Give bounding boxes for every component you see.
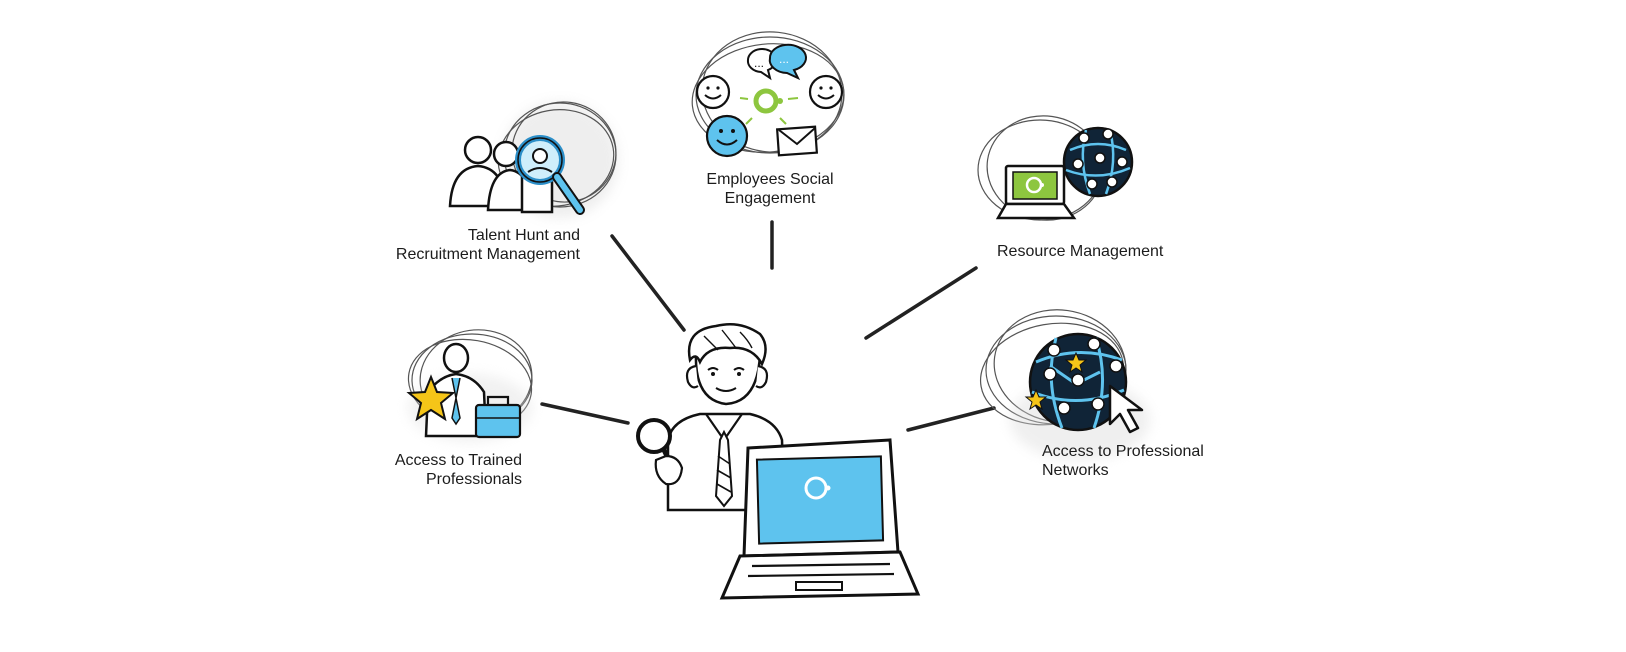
connector-resource (864, 266, 978, 340)
social-chat-icon: ... ... (691, 31, 845, 158)
label-social-engagement: Employees Social Engagement (690, 170, 850, 208)
label-talent-hunt: Talent Hunt and Recruitment Management (372, 226, 580, 264)
professional-star-icon (406, 329, 533, 442)
label-line: Professionals (425, 471, 522, 488)
label-professional-networks: Access to Professional Networks (1042, 442, 1232, 480)
svg-text:...: ... (754, 56, 764, 70)
label-line: Resource Management (997, 243, 1164, 260)
label-trained-professionals: Access to Trained Professionals (370, 451, 522, 489)
svg-text:...: ... (779, 52, 789, 66)
connector-networks (906, 406, 996, 432)
label-line: Networks (1042, 462, 1109, 479)
label-line: Access to Trained (394, 452, 522, 469)
label-line: Recruitment Management (395, 246, 580, 263)
laptop-network-icon (977, 115, 1134, 221)
label-resource-management: Resource Management (997, 242, 1187, 261)
person-with-laptop-icon (636, 323, 921, 600)
network-globe-cursor-icon (979, 309, 1150, 460)
connector-talent (610, 234, 686, 332)
connector-trained (540, 402, 630, 425)
label-line: Access to Professional (1042, 443, 1204, 460)
label-line: Employees Social (706, 171, 834, 188)
label-line: Talent Hunt and (467, 227, 580, 244)
people-magnifier-icon (448, 101, 618, 218)
connector-lines (540, 220, 996, 432)
label-line: Engagement (724, 190, 816, 207)
